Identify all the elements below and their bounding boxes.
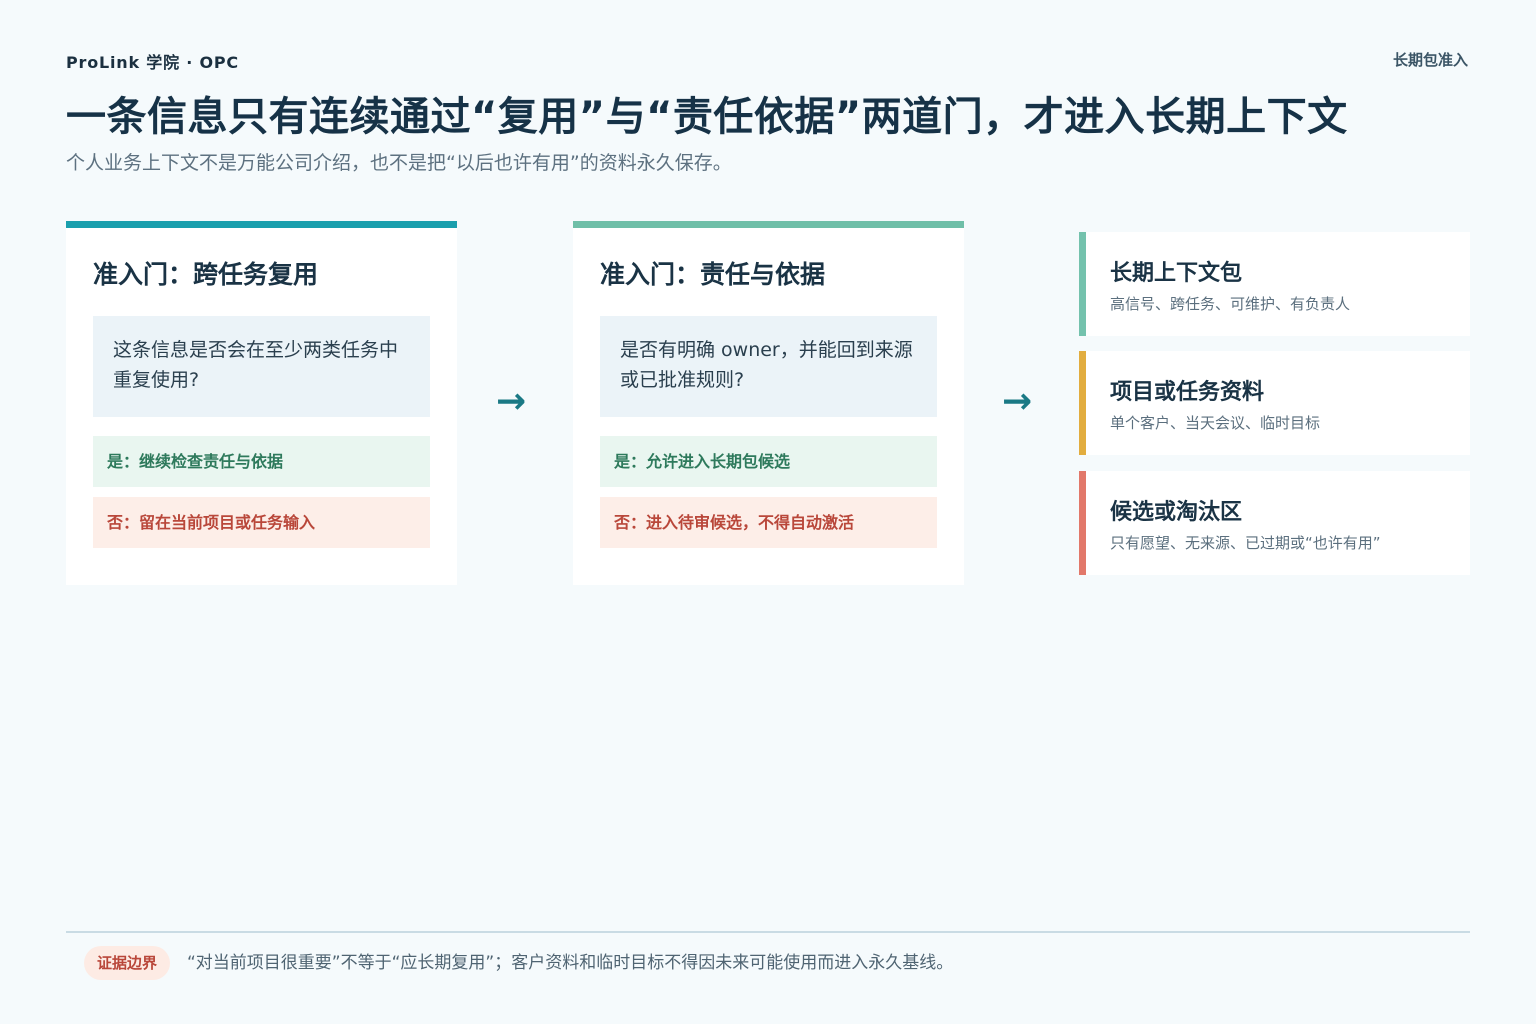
destination-title: 候选或淘汰区 xyxy=(1110,500,1243,525)
destination-title: 项目或任务资料 xyxy=(1110,380,1265,405)
flow-arrow-icon: → xyxy=(496,381,527,422)
gate-question: 这条信息是否会在至少两类任务中重复使用? xyxy=(93,316,430,417)
gate-accent-bar xyxy=(573,221,964,228)
flow-arrow-icon: → xyxy=(1002,381,1033,422)
gate-title: 准入门：责任与依据 xyxy=(600,260,826,289)
footer-note: “对当前项目很重要”不等于“应长期复用”；客户资料和临时目标不得因未来可能使用而… xyxy=(187,953,954,973)
destination-candidate-area: 候选或淘汰区 只有愿望、无来源、已过期或“也许有用” xyxy=(1079,471,1470,575)
gate-yes-outcome: 是：继续检查责任与依据 xyxy=(93,436,430,487)
destination-accent-bar xyxy=(1079,471,1086,575)
destination-desc: 高信号、跨任务、可维护、有负责人 xyxy=(1110,295,1351,313)
gate-card-responsibility: 准入门：责任与依据 是否有明确 owner，并能回到来源或已批准规则? 是：允许… xyxy=(573,221,964,585)
gate-question: 是否有明确 owner，并能回到来源或已批准规则? xyxy=(600,316,937,417)
gate-title: 准入门：跨任务复用 xyxy=(93,260,319,289)
destination-project-material: 项目或任务资料 单个客户、当天会议、临时目标 xyxy=(1079,351,1470,455)
brand-label: ProLink 学院 · OPC xyxy=(66,53,239,72)
page-subtitle: 个人业务上下文不是万能公司介绍，也不是把“以后也许有用”的资料永久保存。 xyxy=(66,152,732,174)
footer-divider xyxy=(66,931,1470,933)
destination-accent-bar xyxy=(1079,232,1086,336)
page-title: 一条信息只有连续通过“复用”与“责任依据”两道门，才进入长期上下文 xyxy=(66,94,1348,140)
destination-title: 长期上下文包 xyxy=(1110,261,1243,286)
destination-desc: 只有愿望、无来源、已过期或“也许有用” xyxy=(1110,534,1381,552)
destination-accent-bar xyxy=(1079,351,1086,455)
destination-desc: 单个客户、当天会议、临时目标 xyxy=(1110,414,1321,432)
gate-no-outcome: 否：进入待审候选，不得自动激活 xyxy=(600,497,937,548)
gate-yes-outcome: 是：允许进入长期包候选 xyxy=(600,436,937,487)
gate-no-outcome: 否：留在当前项目或任务输入 xyxy=(93,497,430,548)
evidence-boundary-badge: 证据边界 xyxy=(84,946,171,980)
destination-long-term-package: 长期上下文包 高信号、跨任务、可维护、有负责人 xyxy=(1079,232,1470,336)
gate-accent-bar xyxy=(66,221,457,228)
section-tag: 长期包准入 xyxy=(1392,51,1468,69)
gate-card-reuse: 准入门：跨任务复用 这条信息是否会在至少两类任务中重复使用? 是：继续检查责任与… xyxy=(66,221,457,585)
